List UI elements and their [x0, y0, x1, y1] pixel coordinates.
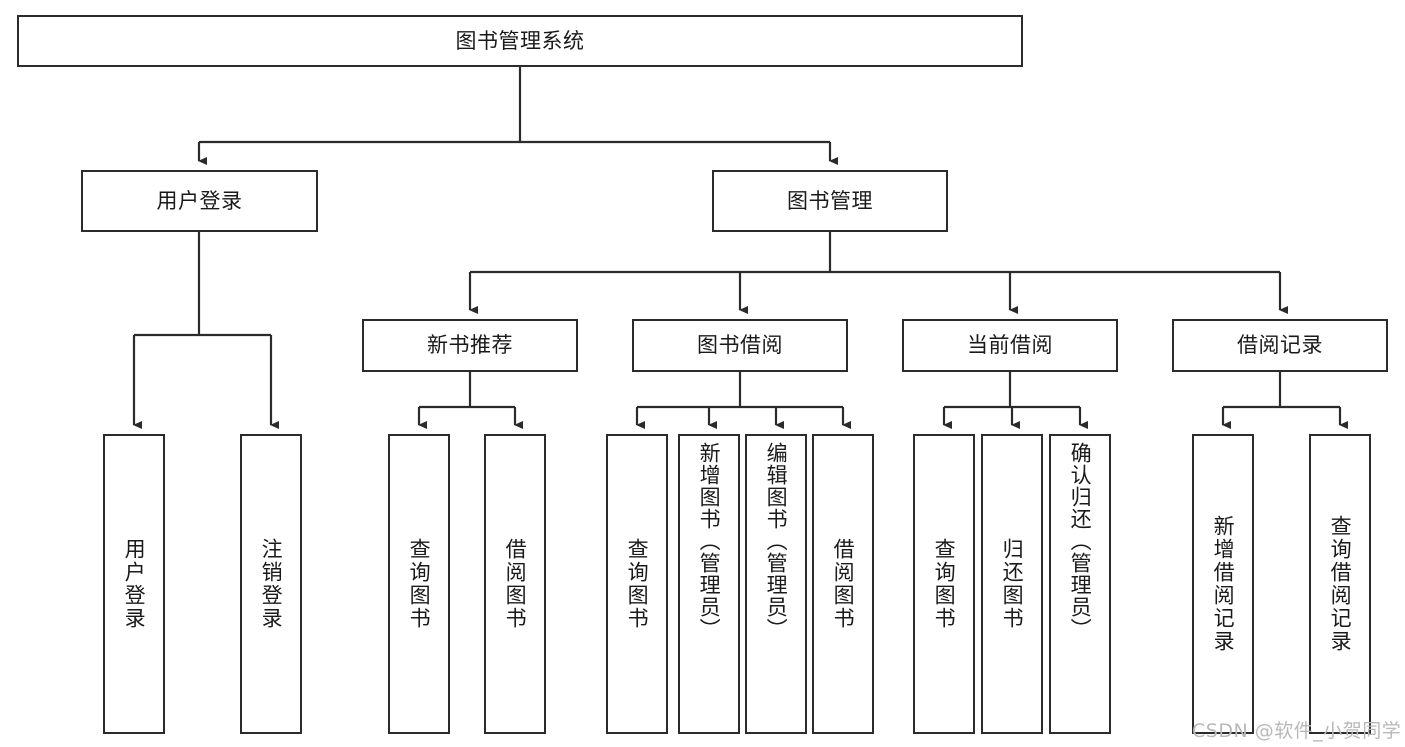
node-leaf-add-book-admin[interactable]: 新增图书（管理员）: [678, 434, 740, 734]
node-leaf-logout-label: 注销登录: [259, 538, 284, 630]
node-book-borrow-label: 图书借阅: [697, 333, 783, 358]
node-leaf-query-book-current-label: 查询图书: [932, 538, 957, 630]
node-leaf-add-borrow-record[interactable]: 新增借阅记录: [1192, 434, 1254, 734]
node-user-login[interactable]: 用户登录: [81, 170, 318, 232]
node-book-borrow[interactable]: 图书借阅: [632, 319, 848, 372]
node-leaf-add-book-admin-label: 新增图书（管理员）: [697, 442, 722, 640]
watermark: CSDN @软件_小贺同学: [1192, 720, 1402, 742]
node-current-borrow-label: 当前借阅: [967, 333, 1053, 358]
node-leaf-query-borrow-record-label: 查询借阅记录: [1328, 515, 1353, 653]
node-leaf-add-borrow-record-label: 新增借阅记录: [1211, 515, 1236, 653]
node-leaf-return-book[interactable]: 归还图书: [981, 434, 1043, 734]
node-leaf-query-book-recommend-label: 查询图书: [407, 538, 432, 630]
node-borrow-records[interactable]: 借阅记录: [1172, 319, 1388, 372]
node-new-book-recommend-label: 新书推荐: [427, 333, 513, 358]
node-leaf-edit-book-admin-label: 编辑图书（管理员）: [764, 442, 789, 640]
node-leaf-user-login[interactable]: 用户登录: [103, 434, 165, 734]
node-leaf-query-book-borrow-label: 查询图书: [625, 538, 650, 630]
node-leaf-logout[interactable]: 注销登录: [240, 434, 302, 734]
node-leaf-borrow-book-label: 借阅图书: [831, 538, 856, 630]
node-root[interactable]: 图书管理系统: [17, 15, 1023, 67]
node-leaf-query-book-current[interactable]: 查询图书: [913, 434, 975, 734]
node-leaf-confirm-return-admin[interactable]: 确认归还（管理员）: [1049, 434, 1111, 734]
node-current-borrow[interactable]: 当前借阅: [902, 319, 1118, 372]
node-borrow-records-label: 借阅记录: [1237, 333, 1323, 358]
node-root-label: 图书管理系统: [455, 28, 585, 53]
node-leaf-user-login-label: 用户登录: [122, 538, 147, 630]
node-leaf-borrow-book-recommend[interactable]: 借阅图书: [484, 434, 546, 734]
node-user-login-label: 用户登录: [156, 188, 243, 213]
node-book-management-label: 图书管理: [787, 188, 873, 213]
node-leaf-query-book-recommend[interactable]: 查询图书: [388, 434, 450, 734]
node-book-management[interactable]: 图书管理: [712, 170, 948, 232]
node-leaf-confirm-return-admin-label: 确认归还（管理员）: [1068, 442, 1093, 640]
node-new-book-recommend[interactable]: 新书推荐: [362, 319, 578, 372]
node-leaf-borrow-book-recommend-label: 借阅图书: [503, 538, 528, 630]
node-leaf-borrow-book[interactable]: 借阅图书: [812, 434, 874, 734]
node-leaf-return-book-label: 归还图书: [1000, 538, 1025, 630]
node-leaf-query-book-borrow[interactable]: 查询图书: [606, 434, 668, 734]
node-leaf-edit-book-admin[interactable]: 编辑图书（管理员）: [745, 434, 807, 734]
node-leaf-query-borrow-record[interactable]: 查询借阅记录: [1309, 434, 1371, 734]
